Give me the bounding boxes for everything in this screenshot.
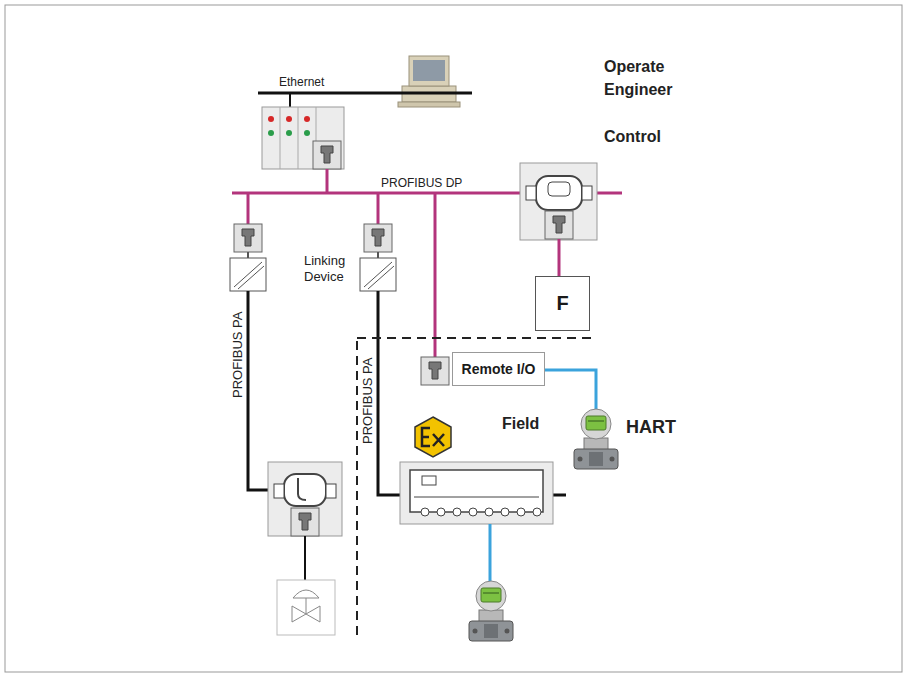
pa-transmitter [469, 581, 513, 641]
tier-label: Engineer [604, 80, 672, 99]
field-junction-box [400, 462, 553, 524]
ex-symbol [415, 417, 451, 457]
device-label: Linking Device [304, 253, 362, 284]
hart-transmitter [574, 409, 618, 469]
function-box: F [535, 276, 590, 331]
valve-link [304, 536, 306, 580]
bus-label: Ethernet [279, 75, 324, 89]
hart-wire [545, 370, 596, 412]
ethernet-drop [289, 93, 291, 108]
profibus-pa-line [553, 494, 566, 497]
linking-device [230, 224, 266, 291]
pa-valve-positioner [268, 462, 342, 536]
device-link [558, 239, 561, 276]
frame [5, 5, 902, 672]
protocol-label: HART [626, 417, 676, 439]
dp-field-device [520, 163, 597, 240]
zone-label: Field [502, 414, 539, 433]
dp-drop [377, 193, 380, 226]
hazard-boundary [356, 341, 358, 636]
profibus-pa-line [378, 291, 400, 495]
box-text: Remote I/O [462, 361, 536, 377]
workstation [398, 56, 460, 107]
hazard-boundary [357, 337, 592, 339]
bus-label: PROFIBUS DP [381, 176, 462, 190]
dp-drop [326, 169, 329, 193]
profibus-pa-line [248, 291, 270, 490]
remote-io-connector [421, 357, 449, 385]
linking-device [360, 224, 396, 291]
bus-label: PROFIBUS PA [230, 312, 246, 398]
tier-label: Operate [604, 57, 664, 76]
tier-label: Control [604, 127, 661, 146]
controller-rack [262, 107, 344, 169]
control-valve [277, 580, 335, 635]
box-text: F [556, 292, 568, 315]
bus-label: PROFIBUS PA [360, 358, 376, 444]
field-wire [489, 524, 492, 584]
remote-io-box: Remote I/O [452, 352, 545, 386]
dp-drop [434, 193, 437, 357]
dp-drop [247, 193, 250, 226]
